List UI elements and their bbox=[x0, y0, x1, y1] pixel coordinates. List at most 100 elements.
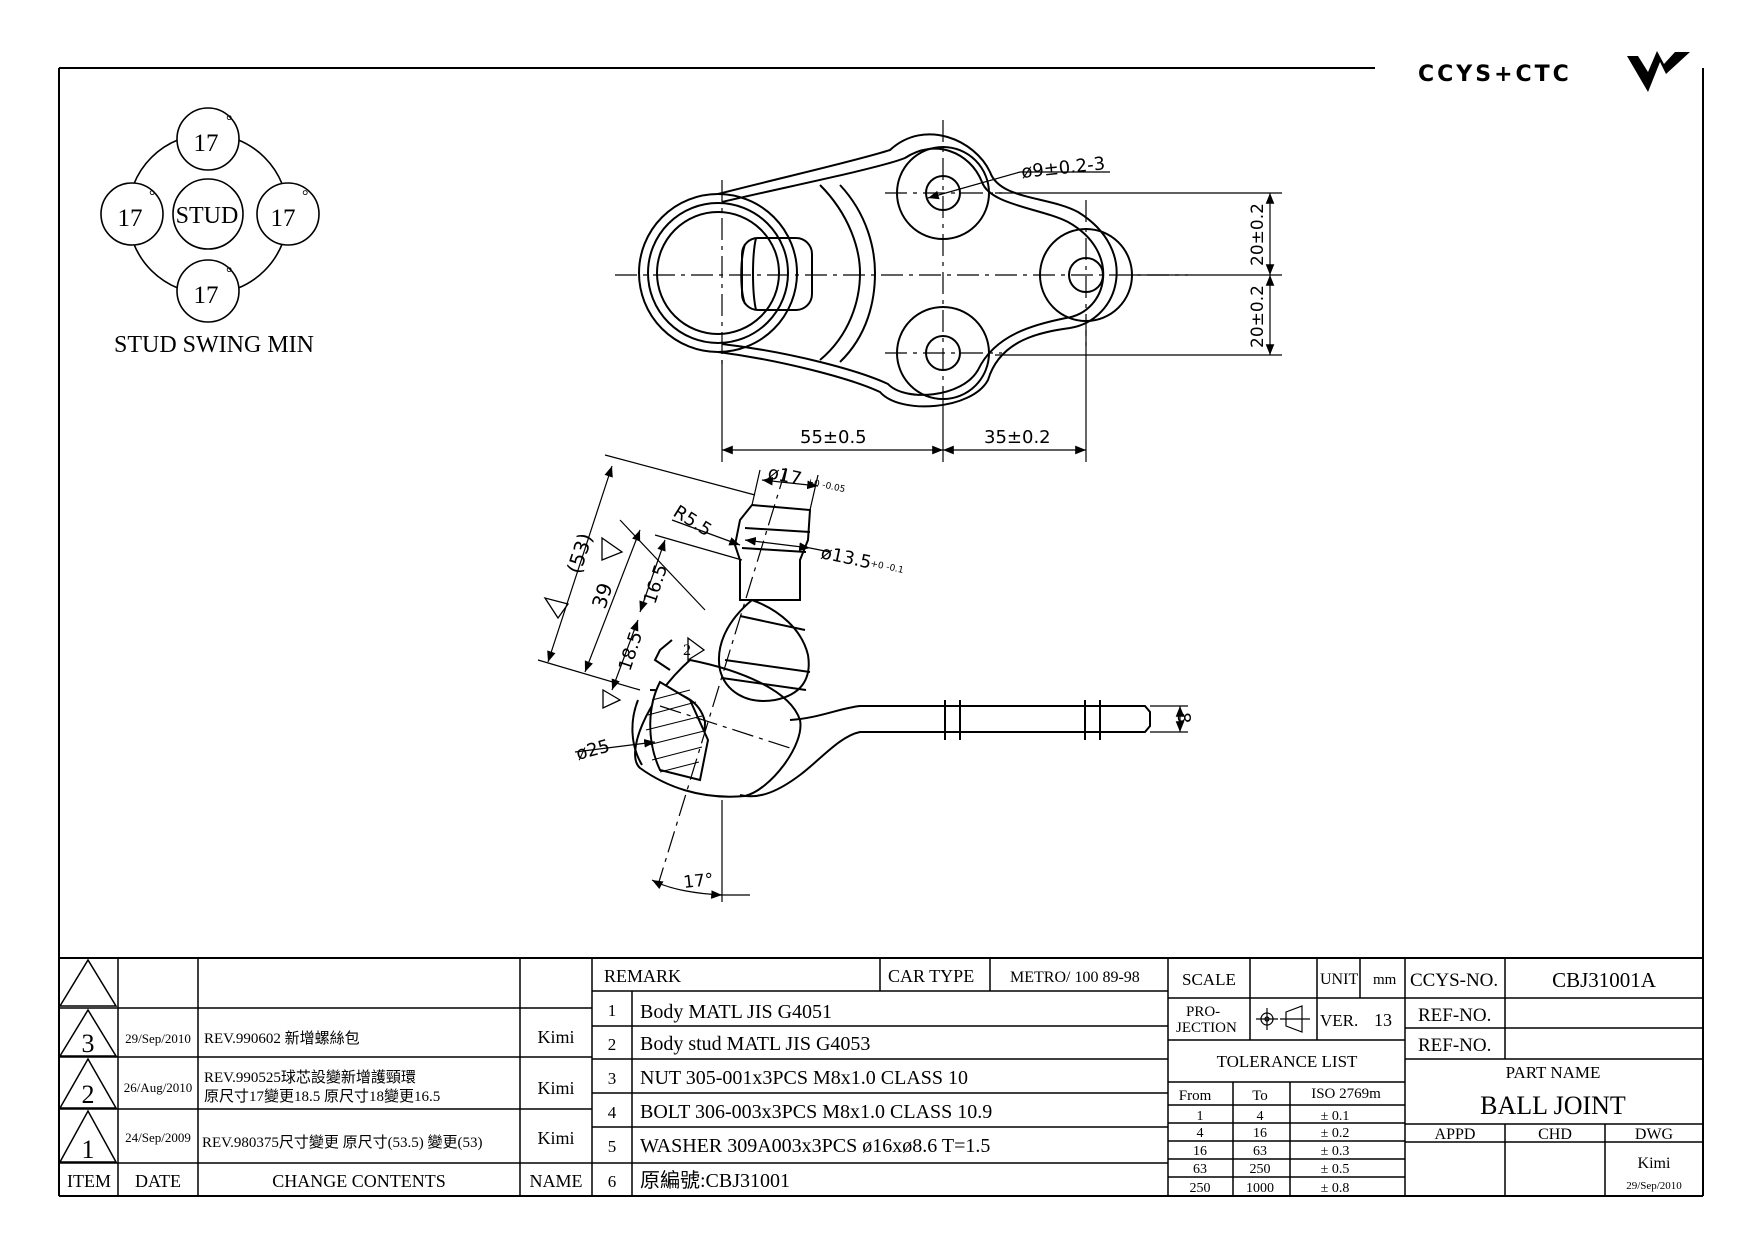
car-type-value: METRO/ 100 89-98 bbox=[1010, 969, 1140, 986]
dwg-label: DWG bbox=[1635, 1126, 1674, 1143]
tolerance-row-3-value: ± 0.3 bbox=[1321, 1144, 1350, 1159]
top-view-centerlines bbox=[615, 120, 1188, 408]
title-block-grid bbox=[59, 957, 1703, 1196]
tolerance-row-2-to: 16 bbox=[1253, 1126, 1267, 1141]
top-view bbox=[638, 133, 1133, 408]
tolerance-row-5-to: 1000 bbox=[1246, 1181, 1274, 1196]
side-view bbox=[631, 503, 1151, 798]
dim-stud-diameter-17: ø17 bbox=[766, 462, 804, 490]
dim-hole-diameter: ø9±0.2-3 bbox=[1020, 153, 1106, 183]
dim-hole-lower-spacing: 20±0.2 bbox=[1248, 285, 1268, 348]
dim-height-39: 39 bbox=[587, 580, 618, 612]
tolerance-row-4-from: 63 bbox=[1193, 1162, 1207, 1177]
remark-label: REMARK bbox=[604, 966, 681, 986]
rev-3-date: 29/Sep/2010 bbox=[125, 1031, 191, 1046]
side-view-centerline bbox=[657, 467, 791, 886]
rev-2-content-line2: 原尺寸17變更18.5 原尺寸18變更16.5 bbox=[204, 1088, 440, 1105]
rev-header-name: NAME bbox=[530, 1171, 583, 1191]
revision-marker: 2 bbox=[683, 642, 691, 659]
rev-2-item: 2 bbox=[82, 1080, 95, 1109]
swing-top-value: 17 bbox=[194, 130, 219, 157]
car-type-label: CAR TYPE bbox=[888, 966, 974, 986]
ref-no-label-1: REF-NO. bbox=[1418, 1005, 1491, 1026]
brand-logo-text: CCYS+CTC bbox=[1418, 62, 1572, 87]
dim-arm-thickness-8: 8 bbox=[1173, 712, 1194, 723]
unit-value: mm bbox=[1373, 972, 1397, 988]
tolerance-row-5-from: 250 bbox=[1190, 1181, 1211, 1196]
rev-header-content: CHANGE CONTENTS bbox=[272, 1171, 446, 1191]
rev-2-date: 26/Aug/2010 bbox=[124, 1080, 193, 1095]
dim-hole-upper-spacing: 20±0.2 bbox=[1248, 203, 1268, 266]
remark-1-text: Body MATL JIS G4051 bbox=[640, 1001, 832, 1023]
swing-left-value: 17 bbox=[118, 205, 143, 232]
swing-left-degree: ° bbox=[149, 188, 155, 205]
tolerance-row-3-to: 63 bbox=[1253, 1144, 1267, 1159]
tolerance-title: TOLERANCE LIST bbox=[1217, 1052, 1358, 1071]
version-value: 13 bbox=[1374, 1010, 1392, 1030]
dim-radius-5-5: R5.5 bbox=[669, 501, 715, 541]
dim-height-18-5: 18.5 bbox=[615, 629, 647, 674]
tolerance-row-3-from: 16 bbox=[1193, 1144, 1207, 1159]
tolerance-row-4-value: ± 0.5 bbox=[1321, 1162, 1350, 1177]
rev-3-item: 3 bbox=[82, 1029, 95, 1058]
remark-5-no: 5 bbox=[608, 1137, 617, 1156]
rev-2-name: Kimi bbox=[537, 1078, 574, 1098]
swing-bottom-degree: ° bbox=[226, 265, 232, 282]
chd-label: CHD bbox=[1538, 1126, 1572, 1143]
remark-2-no: 2 bbox=[608, 1035, 617, 1054]
dim-angle-17: 17° bbox=[682, 870, 714, 893]
tolerance-row-2-value: ± 0.2 bbox=[1321, 1126, 1350, 1141]
remark-3-text: NUT 305-001x3PCS M8x1.0 CLASS 10 bbox=[640, 1067, 968, 1089]
appd-label: APPD bbox=[1435, 1126, 1476, 1143]
tolerance-row-2-from: 4 bbox=[1197, 1126, 1204, 1141]
rev-3-name: Kimi bbox=[537, 1027, 574, 1047]
dim-55: 55±0.5 bbox=[800, 427, 867, 448]
projection-label-line2: JECTION bbox=[1176, 1020, 1237, 1036]
swing-right-degree: ° bbox=[302, 188, 308, 205]
version-label: VER. bbox=[1320, 1011, 1358, 1030]
swing-right-value: 17 bbox=[271, 205, 296, 232]
rev-1-content: REV.980375尺寸變更 原尺寸(53.5) 變更(53) bbox=[202, 1134, 483, 1151]
part-name-label: PART NAME bbox=[1506, 1063, 1601, 1082]
tolerance-header-from: From bbox=[1179, 1088, 1212, 1104]
swing-bottom-value: 17 bbox=[194, 282, 219, 309]
top-view-dimensions bbox=[721, 171, 1282, 462]
remark-2-text: Body stud MATL JIS G4053 bbox=[640, 1033, 870, 1055]
remark-3-no: 3 bbox=[608, 1069, 617, 1088]
swing-caption: STUD SWING MIN bbox=[114, 332, 314, 358]
rev-1-date: 24/Sep/2009 bbox=[125, 1130, 191, 1145]
tolerance-row-5-value: ± 0.8 bbox=[1321, 1181, 1350, 1196]
tolerance-header-iso: ISO 2769m bbox=[1311, 1086, 1381, 1102]
rev-header-date: DATE bbox=[135, 1171, 181, 1191]
rev-2-content: REV.990525球芯設變新增護頸環 bbox=[204, 1069, 416, 1086]
dim-diameter-13-5: ø13.5 bbox=[819, 542, 873, 573]
dim-height-16-5: 16.5 bbox=[640, 562, 672, 607]
side-view-dimensions bbox=[537, 454, 1188, 902]
dim-stud-diameter-17-tolerance: +0 -0.05 bbox=[805, 477, 846, 495]
projection-label-line1: PRO- bbox=[1186, 1004, 1220, 1020]
tolerance-row-1-value: ± 0.1 bbox=[1321, 1109, 1350, 1124]
tolerance-row-1-to: 4 bbox=[1257, 1109, 1264, 1124]
brand-logo: CCYS+CTC bbox=[1418, 51, 1690, 92]
rev-1-name: Kimi bbox=[537, 1128, 574, 1148]
ccys-no-label: CCYS-NO. bbox=[1410, 970, 1498, 991]
ccys-no-value: CBJ31001A bbox=[1552, 968, 1657, 992]
unit-label: UNIT bbox=[1320, 971, 1358, 988]
rev-header-item: ITEM bbox=[67, 1171, 111, 1191]
part-name-value: BALL JOINT bbox=[1480, 1091, 1626, 1120]
drawn-date: 29/Sep/2010 bbox=[1626, 1180, 1682, 1192]
dim-35: 35±0.2 bbox=[984, 427, 1051, 448]
revision-triangles bbox=[58, 958, 118, 1163]
dim-height-53: (53) bbox=[562, 530, 598, 576]
brand-emblem-icon bbox=[1627, 51, 1690, 92]
dim-ball-diameter-25: ø25 bbox=[574, 736, 612, 765]
scale-label: SCALE bbox=[1182, 970, 1236, 989]
stud-swing-diagram bbox=[100, 107, 320, 323]
projection-symbol-icon bbox=[1256, 1005, 1310, 1033]
swing-top-degree: ° bbox=[226, 113, 232, 130]
ref-no-label-2: REF-NO. bbox=[1418, 1035, 1491, 1056]
remark-6-text: 原編號:CBJ31001 bbox=[640, 1169, 790, 1192]
remark-4-no: 4 bbox=[608, 1103, 617, 1122]
remark-6-no: 6 bbox=[608, 1172, 617, 1191]
